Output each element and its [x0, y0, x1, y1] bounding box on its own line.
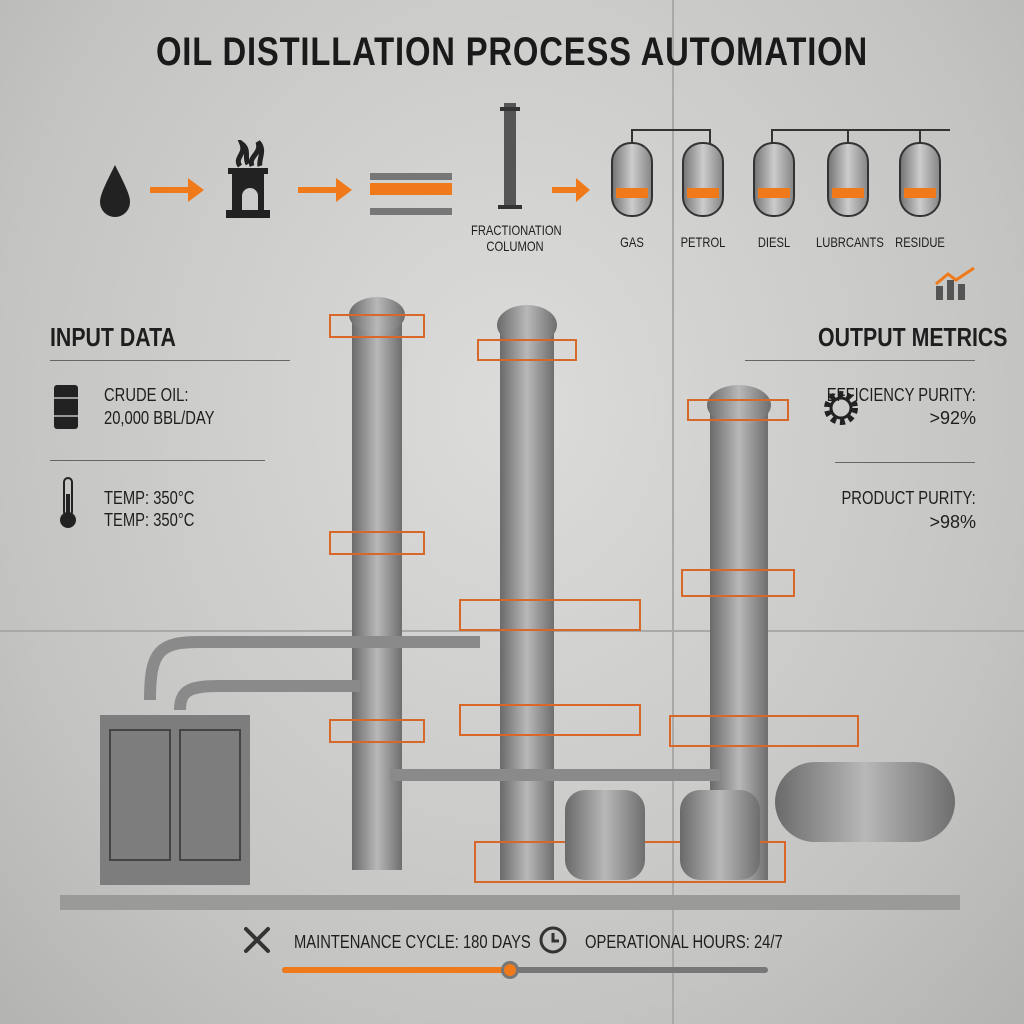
arrow-right-icon — [150, 178, 204, 202]
product-tank — [611, 142, 653, 217]
refinery-illustration — [60, 297, 960, 910]
efficiency-value: >92% — [929, 408, 976, 428]
furnace-icon — [226, 140, 270, 218]
product-label: DIESL — [757, 234, 791, 250]
growth-chart-icon — [935, 266, 975, 300]
slider-fill — [282, 967, 511, 973]
purity-label: PRODUCT PURITY: — [841, 488, 976, 508]
product-tank — [682, 142, 724, 217]
purity-value: >98% — [929, 512, 976, 532]
thermometer-icon — [60, 477, 76, 528]
pipe-connectors — [631, 129, 950, 147]
oil-drop-icon — [100, 165, 130, 217]
gear-icon — [824, 391, 858, 425]
product-tank — [899, 142, 941, 217]
progress-slider[interactable] — [282, 961, 768, 979]
panel-seam — [672, 0, 674, 1024]
temperature-reading: TEMP: 350°C — [104, 488, 195, 508]
layers-icon — [370, 173, 452, 219]
product-label: PETROL — [680, 234, 726, 250]
arrow-right-icon — [552, 178, 590, 202]
output-metrics-heading: OUTPUT METRICS — [818, 322, 1008, 352]
clock-icon — [539, 926, 567, 954]
arrow-right-icon — [298, 178, 352, 202]
product-tank — [827, 142, 869, 217]
maintenance-cycle-text: MAINTENANCE CYCLE: 180 DAYS — [294, 932, 531, 952]
input-data-heading: INPUT DATA — [50, 322, 176, 352]
product-tank — [753, 142, 795, 217]
efficiency-label: EFFICIENCY PURITY: — [827, 385, 976, 405]
product-label: RESIDUE — [895, 234, 945, 250]
wrench-icon — [244, 927, 270, 953]
slider-handle[interactable] — [501, 961, 520, 979]
temperature-reading: TEMP: 350°C — [104, 510, 195, 530]
crude-oil-label: CRUDE OIL: — [104, 385, 189, 405]
fractionation-column-icon — [498, 103, 522, 209]
product-label: LUBRCANTS — [816, 234, 884, 250]
page-title: OIL DISTILLATION PROCESS AUTOMATION — [155, 30, 869, 74]
operational-hours-text: OPERATIONAL HOURS: 24/7 — [585, 932, 783, 952]
barrel-icon — [54, 385, 78, 429]
product-label: GAS — [620, 234, 644, 250]
crude-oil-value: 20,000 BBL/DAY — [104, 408, 215, 428]
